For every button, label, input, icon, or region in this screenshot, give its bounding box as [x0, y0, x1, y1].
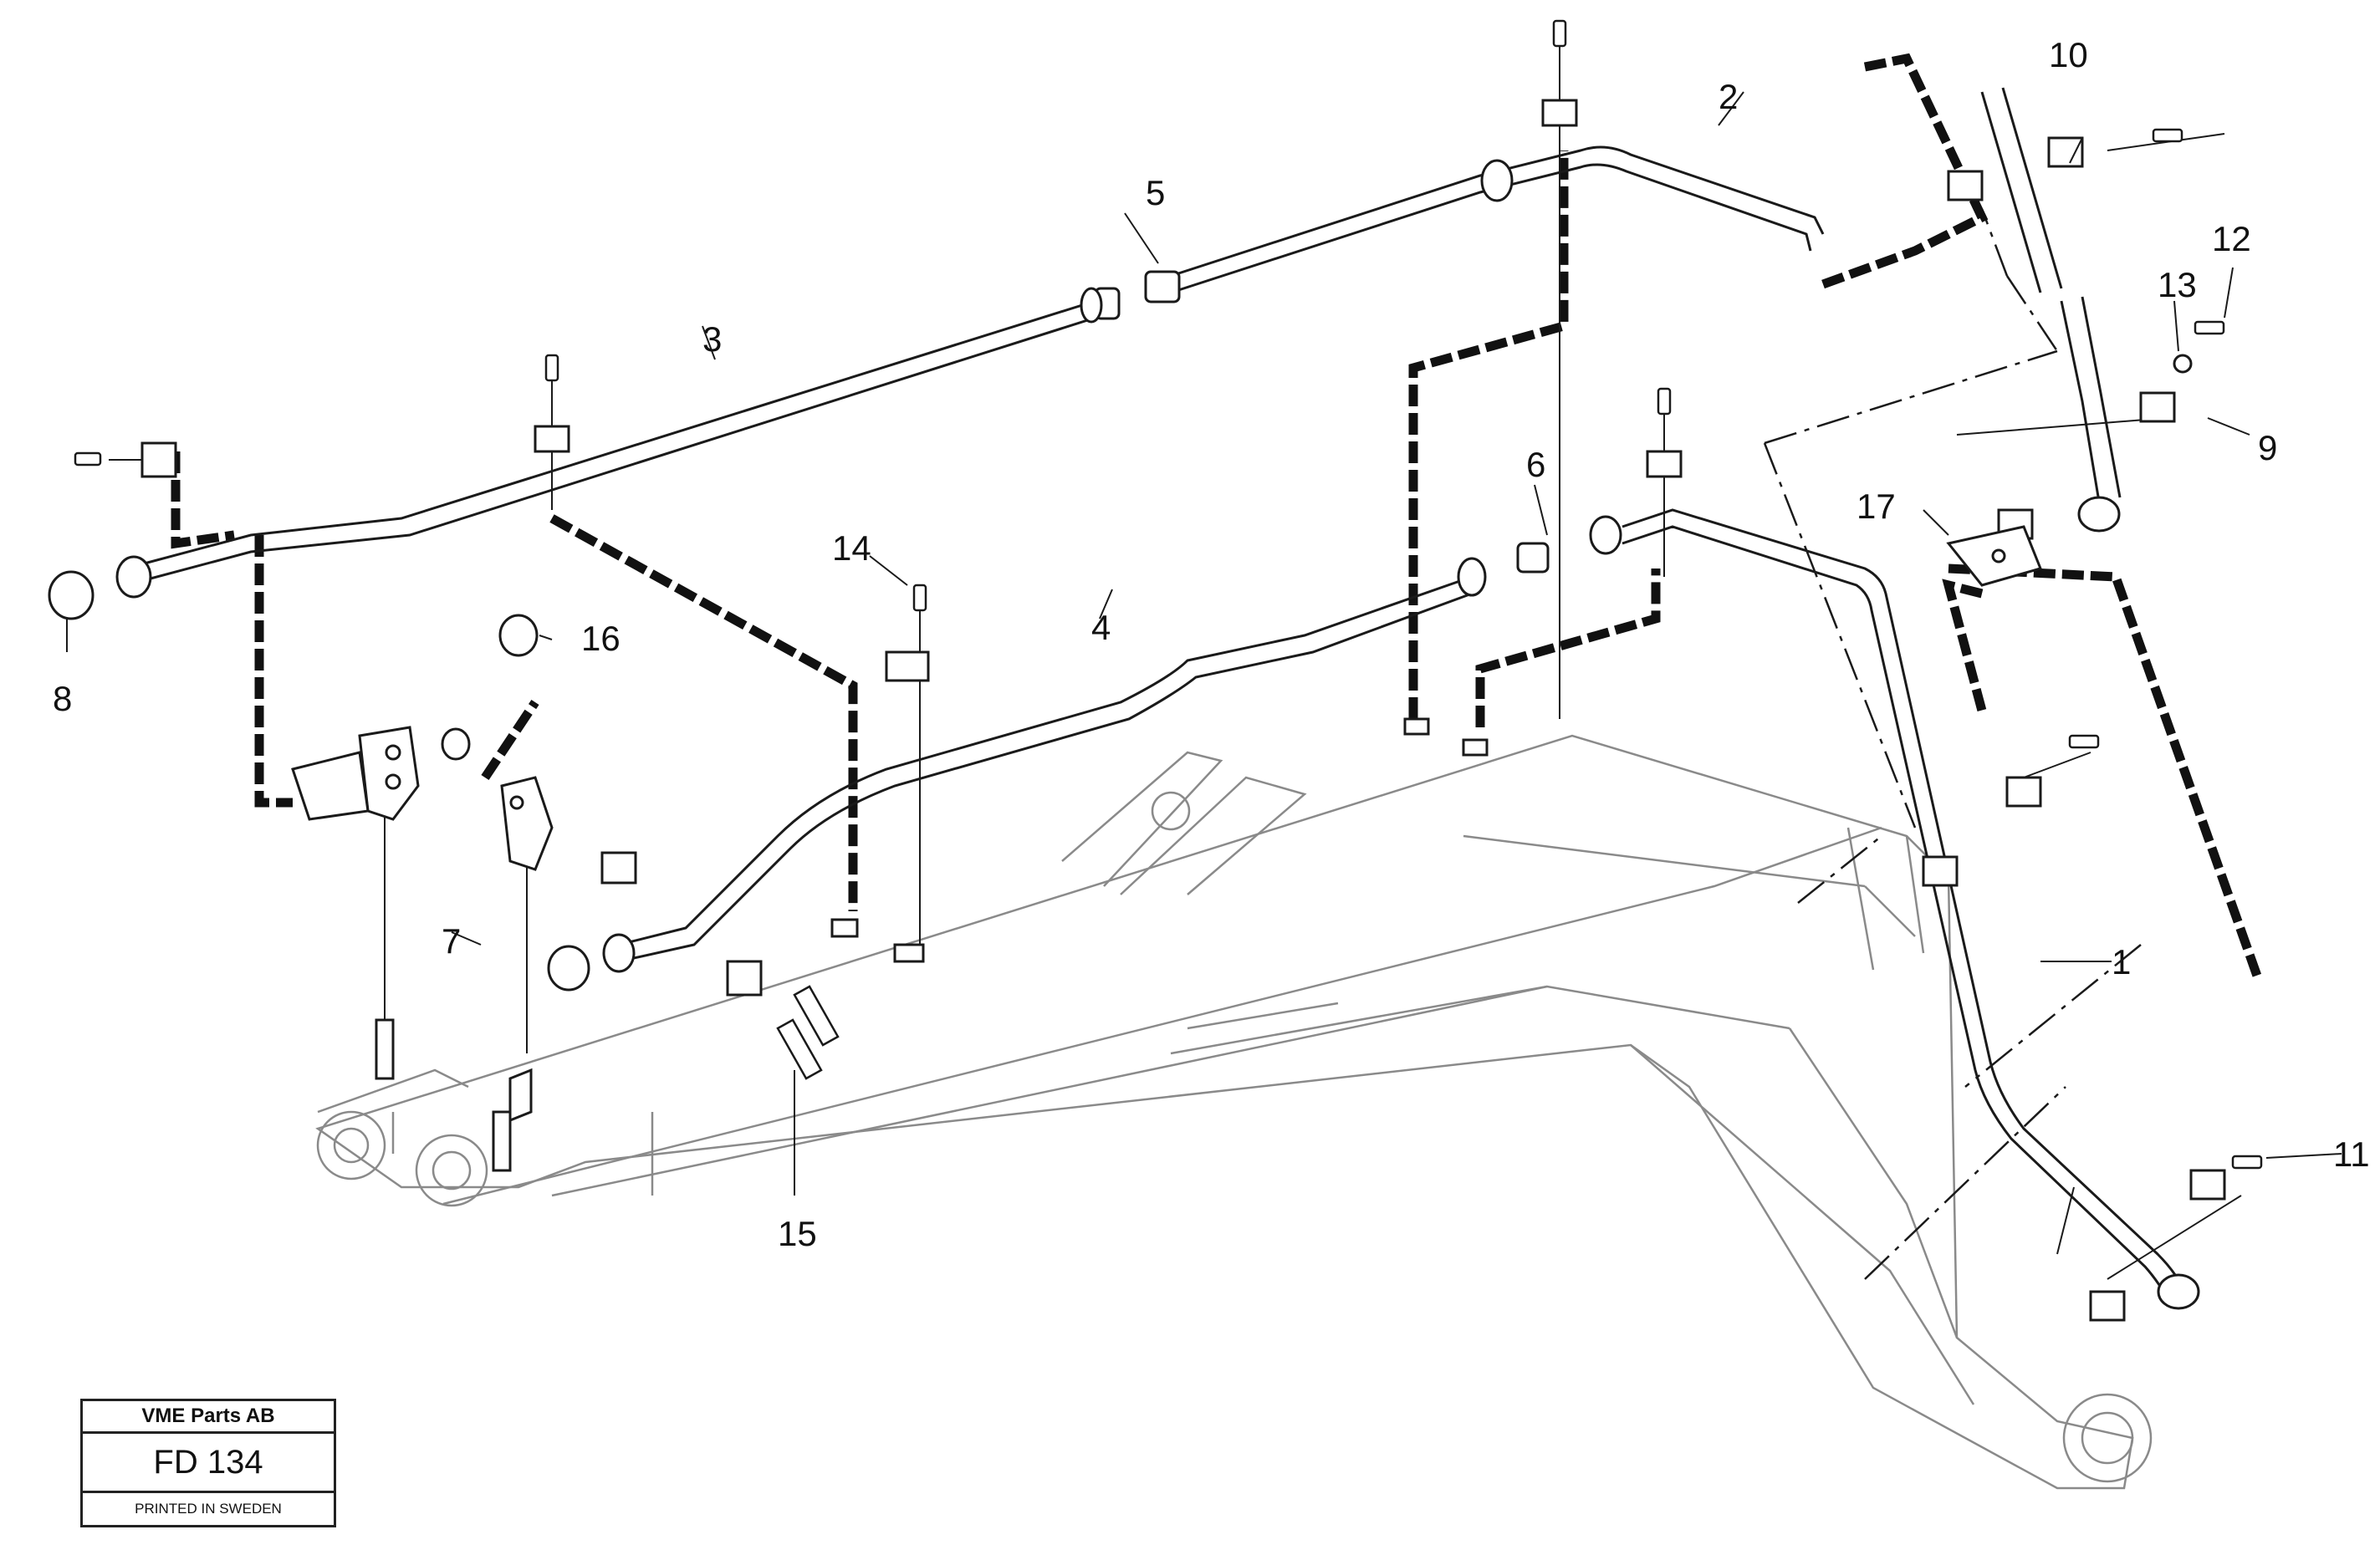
pipe-2: [1170, 145, 1825, 294]
thin-assembly-lines: [109, 42, 2242, 1280]
pipe-1: [1622, 508, 2184, 1297]
label-part-10: 10: [2049, 35, 2088, 74]
pipe-3: [125, 299, 1096, 587]
brackets: [291, 525, 2043, 1172]
label-part-12: 12: [2212, 219, 2251, 258]
leader-lines: [66, 91, 2342, 1196]
title-block-code: FD 134: [83, 1434, 334, 1493]
label-part-2: 2: [1719, 77, 1738, 116]
label-part-13: 13: [2158, 265, 2197, 304]
label-part-8: 8: [53, 679, 72, 718]
fittings: [48, 159, 2200, 1310]
label-part-17: 17: [1857, 487, 1896, 526]
label-part-5: 5: [1146, 173, 1165, 212]
label-part-4: 4: [1091, 608, 1111, 647]
boom-arm: [315, 734, 2153, 1490]
bolts: [74, 19, 2263, 1170]
label-part-16: 16: [581, 619, 621, 658]
title-block-printed: PRINTED IN SWEDEN: [135, 1501, 282, 1517]
pipe-vertical-right: [1980, 87, 2122, 502]
pipe-4: [618, 575, 1473, 963]
routing-dashed-lines: [171, 53, 2263, 980]
assembly-centerlines: [1763, 208, 2142, 1280]
title-block-company: VME Parts AB: [83, 1401, 334, 1434]
label-part-1: 1: [2112, 942, 2131, 981]
label-part-11: 11: [2333, 1134, 2370, 1174]
label-part-15: 15: [778, 1214, 817, 1253]
label-part-6: 6: [1526, 445, 1545, 484]
part-labels: 1 2 3 4 5 6 7 8 9 10 11 12 13 14 15 16 1…: [53, 35, 2370, 1253]
label-part-3: 3: [702, 319, 722, 359]
clamps: [140, 99, 2226, 1322]
title-block: VME Parts AB FD 134 PRINTED IN SWEDEN: [80, 1399, 336, 1527]
label-part-9: 9: [2258, 428, 2277, 467]
label-part-7: 7: [442, 921, 461, 961]
label-part-14: 14: [832, 528, 871, 568]
